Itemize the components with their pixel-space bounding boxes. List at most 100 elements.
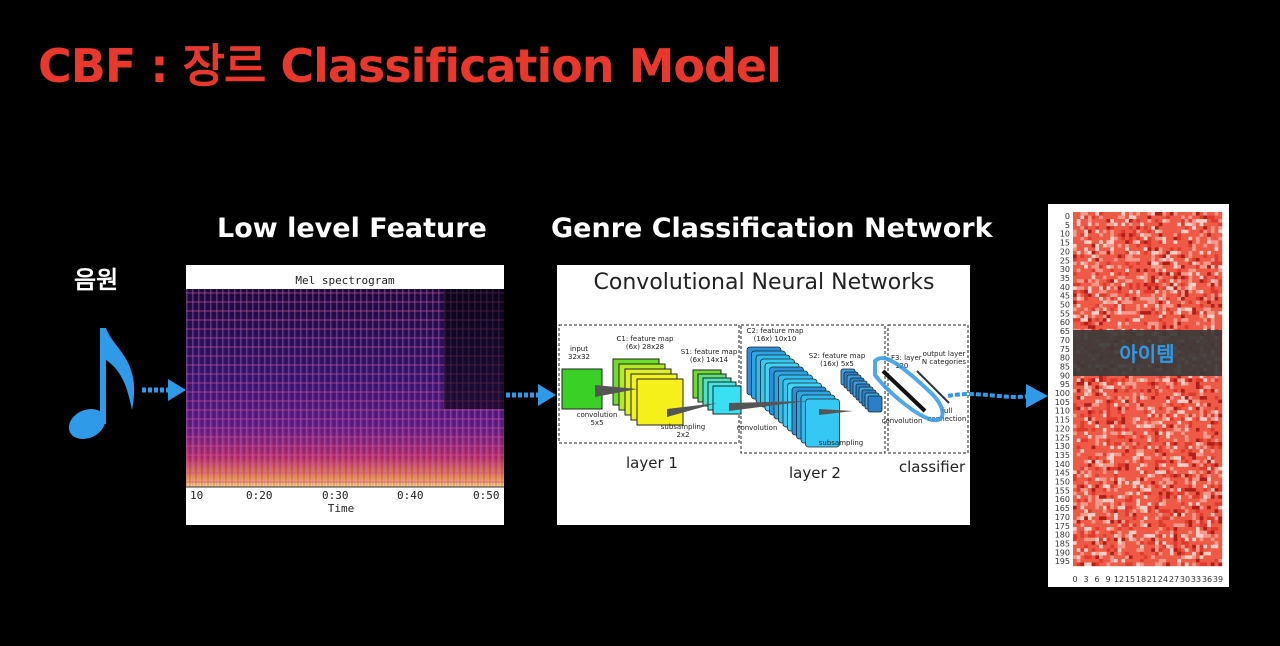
classifier-highlight <box>873 356 945 423</box>
matrix-ytick: 70 <box>1060 336 1070 345</box>
matrix-xtick: 36 <box>1202 575 1212 584</box>
c2-feature-maps <box>746 346 840 448</box>
s1-feature-maps <box>692 369 742 415</box>
matrix-ytick: 185 <box>1055 539 1070 548</box>
matrix-ytick: 110 <box>1055 407 1070 416</box>
svg-text:5x5: 5x5 <box>590 419 603 427</box>
matrix-ytick: 75 <box>1060 345 1070 354</box>
matrix-ytick: 30 <box>1060 265 1070 274</box>
mel-spectrogram-figure: Mel spectrogram 10 0:20 0:30 0:40 0:50 T… <box>186 274 504 515</box>
spectrogram-tick: 0:40 <box>397 489 424 502</box>
matrix-ytick: 120 <box>1055 424 1070 433</box>
music-note-icon <box>68 328 135 440</box>
svg-text:C2: feature map: C2: feature map <box>747 327 805 335</box>
cnn-diagram: Convolutional Neural Networks input 32x3… <box>558 270 969 482</box>
matrix-ytick: 135 <box>1055 451 1070 460</box>
item-genre-matrix: 0510152025303540455055606570758085909510… <box>1055 212 1223 584</box>
section-label-feature: Low level Feature <box>217 213 487 244</box>
layer2-label: layer 2 <box>789 464 841 482</box>
svg-text:S1: feature map: S1: feature map <box>681 348 738 356</box>
matrix-ytick: 95 <box>1060 380 1070 389</box>
cnn-title: Convolutional Neural Networks <box>594 270 935 295</box>
page-title: CBF : 장르 Classification Model <box>38 39 782 93</box>
svg-text:C1: feature map: C1: feature map <box>617 335 675 343</box>
svg-text:output layer: output layer <box>923 350 966 358</box>
item-label: 아이템 <box>1119 342 1174 366</box>
matrix-xtick: 39 <box>1213 575 1223 584</box>
matrix-xtick: 6 <box>1094 575 1099 584</box>
spectrogram-title: Mel spectrogram <box>295 274 395 287</box>
matrix-xtick: 30 <box>1180 575 1190 584</box>
matrix-xtick: 24 <box>1158 575 1168 584</box>
matrix-ytick: 175 <box>1055 522 1070 531</box>
matrix-ytick: 155 <box>1055 486 1070 495</box>
matrix-ytick: 55 <box>1060 309 1070 318</box>
matrix-xtick: 33 <box>1191 575 1201 584</box>
svg-text:(16x) 10x10: (16x) 10x10 <box>754 335 797 343</box>
matrix-ytick: 140 <box>1055 460 1070 469</box>
svg-text:convolution: convolution <box>882 417 923 425</box>
svg-text:(16x) 5x5: (16x) 5x5 <box>820 360 854 368</box>
matrix-ytick: 20 <box>1060 247 1070 256</box>
svg-text:full: full <box>942 407 953 415</box>
svg-text:connection: connection <box>928 415 967 423</box>
matrix-xtick: 0 <box>1072 575 1077 584</box>
svg-text:subsampling: subsampling <box>661 423 706 431</box>
matrix-xtick: 9 <box>1105 575 1110 584</box>
matrix-ytick: 10 <box>1060 230 1070 239</box>
matrix-ytick: 125 <box>1055 433 1070 442</box>
matrix-xtick: 15 <box>1125 575 1135 584</box>
matrix-xtick: 3 <box>1083 575 1088 584</box>
matrix-ytick: 50 <box>1060 301 1070 310</box>
matrix-ytick: 195 <box>1055 557 1070 566</box>
svg-text:S2: feature map: S2: feature map <box>809 352 866 360</box>
matrix-ytick: 15 <box>1060 239 1070 248</box>
spectrogram-tick: 0:20 <box>246 489 273 502</box>
f3-layer <box>881 369 927 413</box>
flow-arrow-1 <box>142 379 186 401</box>
matrix-xtick: 27 <box>1169 575 1179 584</box>
matrix-ytick: 165 <box>1055 504 1070 513</box>
svg-text:subsampling: subsampling <box>819 439 864 447</box>
matrix-ytick: 90 <box>1060 371 1070 380</box>
source-label: 음원 <box>74 266 119 294</box>
layer1-label: layer 1 <box>626 454 678 472</box>
matrix-ytick: 60 <box>1060 318 1070 327</box>
output-layer <box>916 370 950 404</box>
section-label-network: Genre Classification Network <box>551 213 993 244</box>
matrix-ytick: 115 <box>1055 416 1070 425</box>
svg-text:(6x) 28x28: (6x) 28x28 <box>626 343 664 351</box>
svg-text:F3: layer: F3: layer <box>891 354 922 362</box>
matrix-ytick: 65 <box>1060 327 1070 336</box>
matrix-xtick: 18 <box>1136 575 1146 584</box>
matrix-ytick: 80 <box>1060 354 1070 363</box>
flow-arrow-2 <box>506 384 556 406</box>
matrix-ytick: 150 <box>1055 478 1070 487</box>
s2-feature-maps <box>840 368 883 413</box>
matrix-ytick: 160 <box>1055 495 1070 504</box>
svg-text:32x32: 32x32 <box>568 353 590 361</box>
c1-feature-maps <box>612 358 684 426</box>
matrix-ytick: 45 <box>1060 292 1070 301</box>
spectrogram-tick: 10 <box>190 489 203 502</box>
mel-spectrogram-panel: Mel spectrogram 10 0:20 0:30 0:40 0:50 T… <box>186 265 504 525</box>
spectrogram-tick: 0:30 <box>322 489 349 502</box>
matrix-ytick: 35 <box>1060 274 1070 283</box>
matrix-ytick: 190 <box>1055 548 1070 557</box>
spectrogram-tick: 0:50 <box>473 489 500 502</box>
svg-text:N categories: N categories <box>922 358 967 366</box>
matrix-ytick: 0 <box>1065 212 1070 221</box>
matrix-ytick: 130 <box>1055 442 1070 451</box>
svg-text:convolution: convolution <box>577 411 618 419</box>
svg-text:convolution: convolution <box>737 424 778 432</box>
classifier-label: classifier <box>899 458 966 476</box>
cnn-diagram-panel: Convolutional Neural Networks input 32x3… <box>557 265 970 525</box>
matrix-ytick: 145 <box>1055 469 1070 478</box>
layer1-box <box>558 324 740 444</box>
matrix-ytick: 170 <box>1055 513 1070 522</box>
spectrogram-xlabel: Time <box>328 502 355 515</box>
svg-text:input: input <box>570 345 588 353</box>
matrix-ytick: 180 <box>1055 531 1070 540</box>
heatmap-cells <box>1073 212 1223 567</box>
